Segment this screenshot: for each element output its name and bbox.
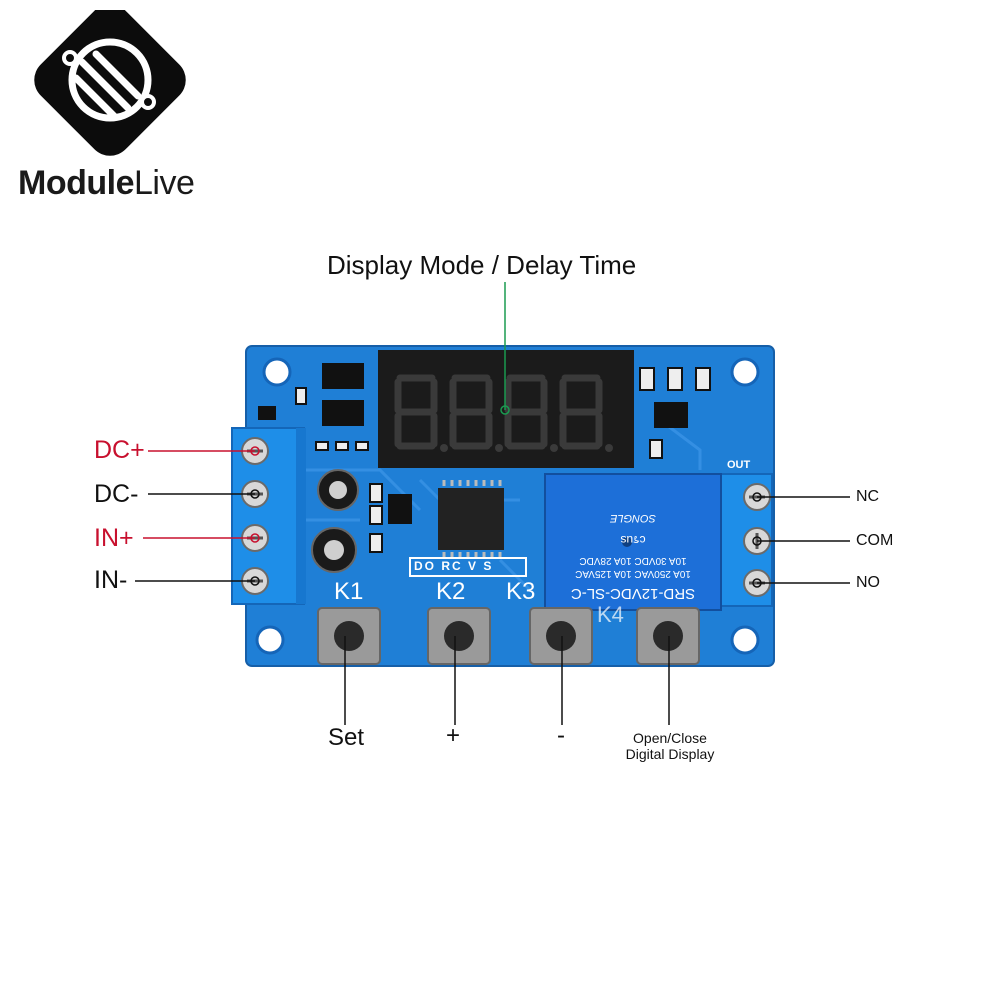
- label-in-minus: IN-: [94, 566, 128, 594]
- label-no: NO: [856, 574, 880, 591]
- relay-brand: SONGLE: [610, 512, 656, 524]
- silk-k2: K2: [436, 578, 466, 605]
- circuit-logo-icon: [34, 10, 186, 156]
- silk-out: OUT: [727, 459, 751, 471]
- label-dc-plus: DC+: [94, 436, 145, 464]
- relay: [544, 473, 722, 611]
- silk-k1: K1: [334, 578, 364, 605]
- mcu-chip: [438, 488, 504, 550]
- brand-name-light: Live: [133, 164, 195, 202]
- silk-row: DO RC V S: [414, 559, 494, 573]
- label-nc: NC: [856, 488, 880, 505]
- label-dc-minus: DC-: [94, 480, 139, 508]
- tactile-buttons: [317, 607, 700, 665]
- label-in-plus: IN+: [94, 524, 134, 552]
- label-com: COM: [856, 532, 894, 549]
- label-set: Set: [328, 724, 365, 751]
- leader-lines: [135, 282, 850, 725]
- relay-spec-1: 10A 250VAC 10A 125VAC: [575, 568, 691, 579]
- label-open-close-line2: Digital Display: [625, 746, 715, 762]
- relay-model: SRD-12VDC-SL-C: [570, 585, 696, 602]
- label-minus: -: [557, 722, 565, 749]
- label-open-close-line1: Open/Close: [633, 730, 707, 746]
- silk-k3: K3: [506, 578, 536, 605]
- display-digits: [394, 374, 603, 450]
- relay-cert: cรus: [620, 533, 646, 547]
- brand-name: ModuleLive: [18, 164, 195, 203]
- label-plus: +: [446, 722, 461, 749]
- label-open-close: Open/Close Digital Display: [610, 730, 730, 762]
- relay-spec-2: 10A 30VDC 10A 28VDC: [579, 555, 687, 566]
- brand-name-bold: Module: [18, 164, 134, 202]
- display-label: Display Mode / Delay Time: [327, 250, 637, 280]
- relay-label: SRD-12VDC-SL-C 10A 250VAC 10A 125VAC 10A…: [548, 480, 718, 608]
- silk-k4: K4: [597, 602, 624, 627]
